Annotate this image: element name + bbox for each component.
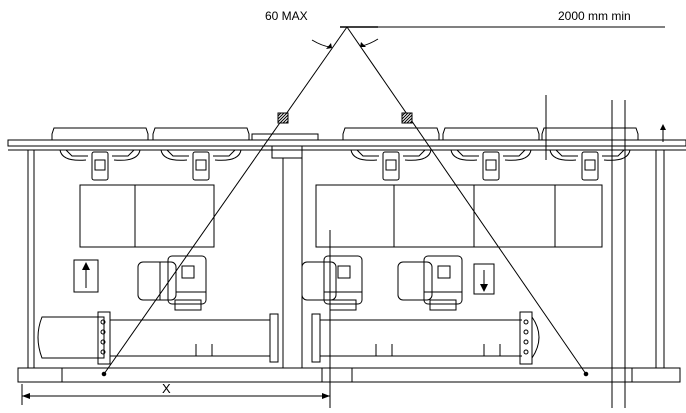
dimension-x: X <box>21 381 330 405</box>
clearance-annotation: 2000 mm min <box>350 9 665 28</box>
angle-max-label: 60 MAX <box>265 9 308 23</box>
coil-block-left <box>79 184 215 248</box>
fan-unit <box>442 127 540 181</box>
sling-lines <box>101 26 589 377</box>
fan-unit <box>541 127 639 181</box>
sling-left <box>103 26 348 375</box>
fan-unit <box>51 127 149 181</box>
compressor-left <box>137 255 207 311</box>
lifting-arrow-label-left <box>73 259 99 293</box>
fan-units <box>51 127 639 181</box>
fan-unit <box>342 127 440 181</box>
reference-lines-right <box>545 95 666 408</box>
spreader-marker-right <box>401 112 413 124</box>
clearance-min-label: 2000 mm min <box>558 9 631 23</box>
lifting-angle-annotation: 60 MAX <box>265 9 379 49</box>
fan-unit <box>152 127 250 181</box>
sling-right <box>346 26 587 375</box>
main-frame <box>17 150 681 383</box>
vessel-left <box>37 311 279 365</box>
spreader-marker-left <box>277 112 289 124</box>
coil-block-right <box>315 184 603 248</box>
dimension-x-label: X <box>162 381 171 396</box>
vessel-right <box>311 311 540 365</box>
lifting-arrow-label-right <box>473 263 495 295</box>
compressor-right <box>397 255 463 311</box>
compressor-middle <box>301 255 363 311</box>
